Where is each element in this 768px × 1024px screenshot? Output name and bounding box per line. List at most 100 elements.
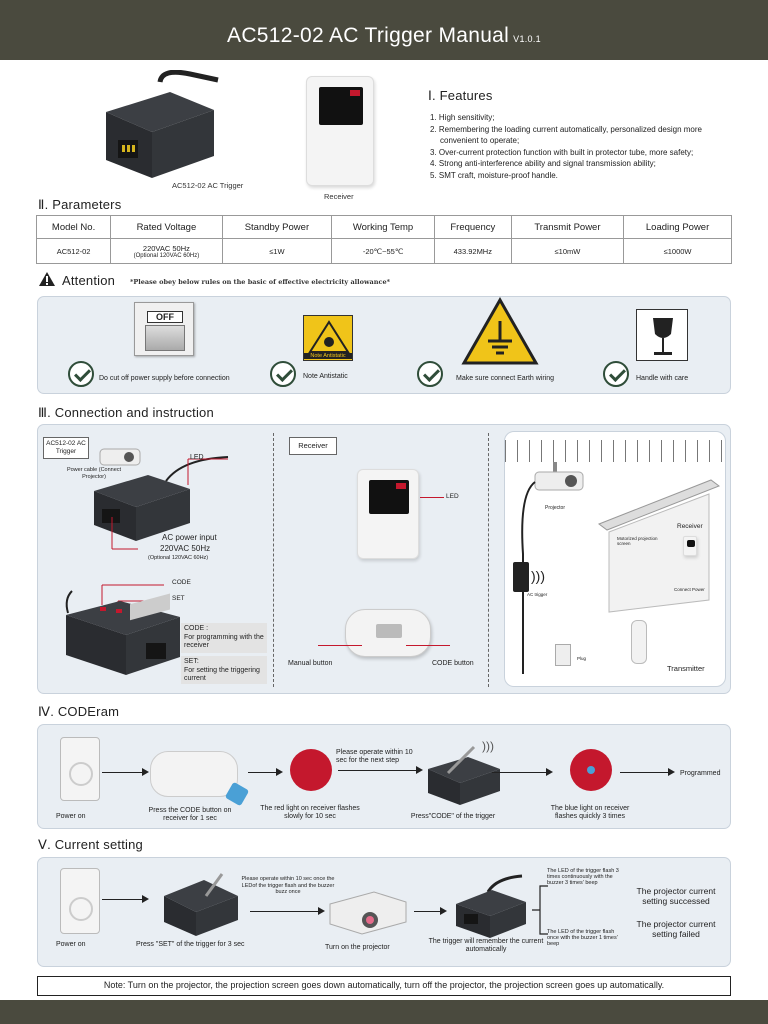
parameters-title: Ⅱ. Parameters: [38, 197, 122, 212]
trigger-set-press-image: [164, 873, 238, 936]
power-on-label: Power on: [56, 941, 86, 948]
off-switch-image: OFF: [134, 302, 194, 356]
manual-button-label: Manual button: [288, 660, 333, 667]
manual-pointer: [318, 645, 362, 646]
remember-text: The trigger will remember the current au…: [428, 938, 544, 953]
voltage-value: 220VAC 50Hz: [142, 243, 190, 253]
receiver-code-press-image: [150, 751, 238, 797]
earth-ground-icon: [461, 297, 539, 365]
attention-item: Note Antistatic: [303, 373, 348, 380]
feature-item: 1. High sensitivity;: [430, 113, 495, 122]
ac-trigger-image: [106, 70, 219, 178]
receiver-image: [306, 76, 374, 186]
receiver-bottom-image: [345, 609, 431, 657]
transmitter-label: Transmitter: [667, 664, 705, 673]
arrow: [338, 770, 420, 771]
receiver-diagram: [357, 469, 419, 559]
ac-input-optional: (Optional 120VAC 60Hz): [148, 555, 209, 561]
receiver-box-label: Receiver: [289, 437, 337, 455]
arrow: [248, 772, 280, 773]
cell-standby: ≤1W: [221, 238, 333, 264]
attention-item: Do cut off power supply before connectio…: [99, 375, 230, 382]
wall-socket-icon: [555, 644, 571, 666]
check-icon: [603, 361, 629, 387]
projector-label: Projector: [545, 505, 566, 511]
wall-outlet-icon: [60, 868, 100, 934]
antistatic-icon: Note Antistatic: [303, 315, 353, 361]
beep-icon: ))): [482, 739, 494, 753]
code-desc-title: CODE :: [184, 625, 209, 632]
red-light-text: The red light on receiver flashes slowly…: [260, 805, 360, 820]
trigger-buttons-diagram: [65, 584, 180, 675]
column-header: Frequency: [433, 215, 512, 239]
cell-transmit: ≤10mW: [510, 238, 625, 264]
arrow-head: [142, 895, 149, 903]
cell-temp: -20℃~55℃: [331, 238, 435, 264]
led-success-text: The LED of the trigger flash 3 times con…: [547, 868, 619, 887]
arrow: [102, 899, 146, 900]
arrow: [414, 911, 444, 912]
projector-icon: [534, 462, 584, 491]
blue-light-text: The blue light on receiver flashes quick…: [550, 805, 630, 820]
connection-title: Ⅲ. Connection and instruction: [38, 405, 214, 420]
note-box: Note: Turn on the projector, the project…: [37, 976, 731, 996]
features-title: Ⅰ. Features: [428, 88, 493, 103]
attention-title: Attention: [62, 273, 116, 288]
projector-image: [329, 891, 407, 935]
led-label: LED: [190, 454, 204, 461]
antistatic-label: Note Antistatic: [304, 353, 352, 359]
set-desc-text: For setting the triggering current: [184, 666, 260, 683]
code-desc-text: For programming with the receiver: [184, 633, 264, 650]
receiver-scene-label: Receiver: [677, 523, 703, 530]
power-on-label: Power on: [56, 813, 86, 820]
column-header: Rated Voltage: [110, 215, 223, 239]
feature-item: 5. SMT craft, moisture-proof handle.: [430, 170, 558, 180]
power-cable-label: Power cable (Connect Projector): [66, 467, 122, 480]
ac-trigger-icon: [513, 562, 529, 592]
receiver-screen: [319, 87, 363, 125]
led-fail-text: The LED of the trigger flash once with t…: [547, 929, 618, 948]
check-icon: [417, 361, 443, 387]
version-label: V1.0.1: [513, 34, 541, 44]
column-header: Loading Power: [623, 215, 732, 239]
arrow-head: [318, 907, 325, 915]
trigger-code-press-image: [428, 745, 500, 805]
motorized-screen-label: Motorized projection screen: [617, 536, 658, 546]
arrow: [250, 911, 322, 912]
receiver-caption: Receiver: [324, 192, 354, 201]
footer-bar: [0, 1000, 768, 1024]
attention-panel: OFF Note Antistatic Do cut off power sup…: [37, 296, 731, 394]
ac-trigger-diagram: [94, 456, 229, 550]
receiver-led-pointer: [420, 497, 444, 498]
blue-light-icon: [570, 749, 612, 791]
features-list: 1. High sensitivity; 2. Remembering the …: [430, 112, 740, 182]
arrow-head: [546, 768, 553, 776]
feature-item: 3. Over-current protection function with…: [430, 147, 694, 157]
code-label: CODE: [172, 579, 191, 586]
turn-on-text: Turn on the projector: [325, 944, 390, 951]
coderam-panel: Power on Press the CODE button on receiv…: [37, 724, 731, 829]
fragile-glass-icon: [636, 309, 688, 361]
receiver-small-icon: [683, 536, 697, 556]
operate-within-text: Please operate within 10 sec for the nex…: [336, 749, 413, 764]
column-header: Model No.: [35, 215, 112, 239]
press-code-trigger-text: Press"CODE" of the trigger: [410, 813, 496, 820]
arrow-head: [276, 768, 283, 776]
plug-label: Plug: [577, 656, 587, 661]
arrow: [492, 772, 550, 773]
feature-item: 4. Strong anti-interference ability and …: [430, 159, 656, 169]
cell-frequency: 433.92MHz: [433, 238, 512, 264]
connect-power-label: Connect Power: [674, 587, 705, 592]
code-pointer: [406, 645, 450, 646]
table-header-row: Model No. Rated Voltage Standby Power Wo…: [35, 215, 732, 239]
ceiling: [505, 440, 725, 462]
arrow: [102, 772, 146, 773]
room-scene: Projector Motorized projection screen Re…: [504, 431, 726, 687]
programmed-text: Programmed: [680, 770, 721, 777]
cable-line: [521, 481, 536, 674]
attention-subtitle: *Please obey below rules on the basic of…: [130, 278, 390, 286]
coderam-title: Ⅳ. CODEram: [38, 704, 120, 719]
code-description: CODE : For programming with the receiver: [181, 623, 267, 653]
connection-panel: AC512-02 AC Trigger Power cable (Connect…: [37, 424, 731, 694]
attention-item: Make sure connect Earth wiring: [456, 375, 555, 382]
